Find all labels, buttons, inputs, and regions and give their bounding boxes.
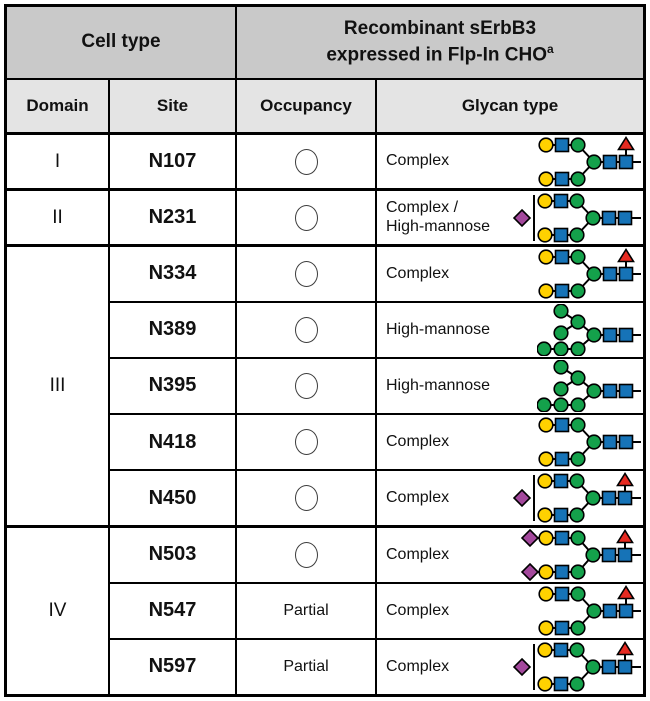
site-cell-n334: N334 [108, 244, 235, 301]
glycan-diagram [513, 640, 643, 693]
occupancy-cell-n389 [235, 300, 375, 357]
glycan-diagram [537, 359, 643, 412]
glycan-diagram [513, 472, 643, 524]
occupancy-cell-n547: Partial [235, 581, 375, 638]
occupancy-full-circle [294, 541, 318, 568]
site-cell-n418: N418 [108, 413, 235, 470]
glycan-type-label: Complex [386, 545, 450, 563]
glycan-table: Cell type Recombinant sErbB3 expressed i… [4, 4, 646, 697]
site-cell-n503: N503 [108, 525, 235, 582]
occupancy-cell-n503 [235, 525, 375, 582]
glycan-type-label: Complex [386, 264, 450, 282]
occupancy-partial-label: Partial [283, 601, 329, 619]
glycan-type-label: Complex [386, 432, 450, 450]
occupancy-full-circle [294, 429, 318, 456]
glycan-type-label: Complex [386, 489, 450, 507]
glycan-diagram [537, 135, 643, 188]
header-recombinant-label: Recombinant sErbB3 expressed in Flp-In C… [326, 18, 554, 66]
occupancy-full-circle [294, 148, 318, 175]
site-cell-n547: N547 [108, 581, 235, 638]
glycan-diagram [537, 303, 643, 356]
occupancy-partial-label: Partial [283, 657, 329, 675]
glycan-cell-n597: Complex [375, 637, 643, 694]
glycan-diagram [537, 247, 643, 300]
occupancy-cell-n418 [235, 413, 375, 470]
site-cell-n450: N450 [108, 469, 235, 526]
site-cell-n107: N107 [108, 132, 235, 189]
occupancy-cell-n597: Partial [235, 637, 375, 694]
glycan-cell-n107: Complex [375, 132, 643, 189]
glycan-cell-n450: Complex [375, 469, 643, 526]
footnote-marker: a [546, 41, 554, 56]
glycan-type-label: Complex [386, 657, 450, 675]
domain-cell-ii: II [7, 188, 108, 244]
site-cell-n389: N389 [108, 300, 235, 357]
glycan-cell-n389: High-mannose [375, 300, 643, 357]
header-cell-type-label: Cell type [81, 31, 161, 53]
glycan-type-label: Complex / High-mannose [386, 199, 491, 235]
glycan-type-label: Complex [386, 601, 450, 619]
domain-cell-iii: III [7, 244, 108, 525]
glycan-type-label: Complex [386, 152, 450, 170]
glycan-diagram [513, 192, 643, 244]
glycan-cell-n231: Complex / High-mannose [375, 188, 643, 245]
header-cell-recombinant: Recombinant sErbB3 expressed in Flp-In C… [235, 7, 643, 78]
site-cell-n395: N395 [108, 356, 235, 413]
glycan-diagram [521, 528, 643, 581]
glycan-diagram [537, 416, 643, 468]
header-cell-site: Site [108, 78, 235, 132]
occupancy-full-circle [294, 260, 318, 287]
site-cell-n231: N231 [108, 188, 235, 245]
glycan-cell-n418: Complex [375, 413, 643, 470]
glycan-diagram [537, 584, 643, 637]
occupancy-full-circle [294, 372, 318, 399]
occupancy-cell-n450 [235, 469, 375, 526]
header-cell-domain: Domain [7, 78, 108, 132]
glycan-cell-n334: Complex [375, 244, 643, 301]
occupancy-full-circle [294, 485, 318, 512]
glycan-cell-n395: High-mannose [375, 356, 643, 413]
occupancy-cell-n231 [235, 188, 375, 245]
glycan-type-label: High-mannose [386, 376, 491, 394]
header-cell-occupancy: Occupancy [235, 78, 375, 132]
occupancy-full-circle [294, 204, 318, 231]
header-cell-glycan-type: Glycan type [375, 78, 643, 132]
occupancy-cell-n107 [235, 132, 375, 189]
glycan-type-label: High-mannose [386, 320, 491, 338]
site-cell-n597: N597 [108, 637, 235, 694]
glycan-cell-n547: Complex [375, 581, 643, 638]
header-cell-cell-type: Cell type [7, 7, 235, 78]
occupancy-full-circle [294, 316, 318, 343]
glycan-cell-n503: Complex [375, 525, 643, 582]
occupancy-cell-n395 [235, 356, 375, 413]
occupancy-cell-n334 [235, 244, 375, 301]
domain-cell-iv: IV [7, 525, 108, 694]
domain-cell-i: I [7, 132, 108, 188]
